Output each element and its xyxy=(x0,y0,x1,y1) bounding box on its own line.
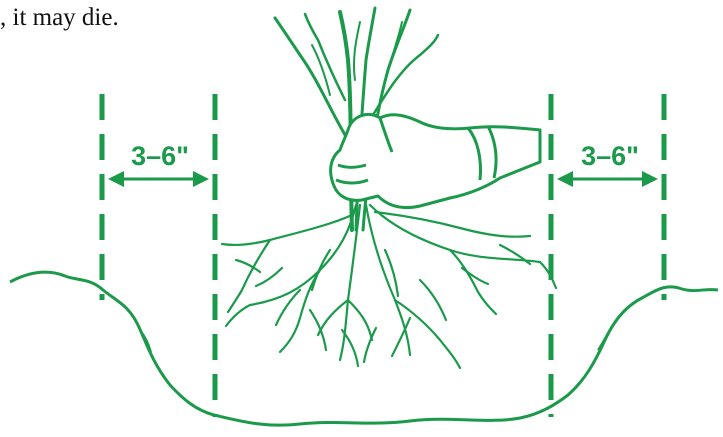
left-spacing-arrow xyxy=(108,171,209,187)
gloved-hand-icon xyxy=(331,114,540,207)
root-system-icon xyxy=(222,205,556,368)
hole-outline xyxy=(10,272,718,425)
right-spacing-label: 3–6" xyxy=(581,141,639,171)
left-spacing-label: 3–6" xyxy=(131,141,189,171)
right-spacing-arrow xyxy=(557,171,658,187)
